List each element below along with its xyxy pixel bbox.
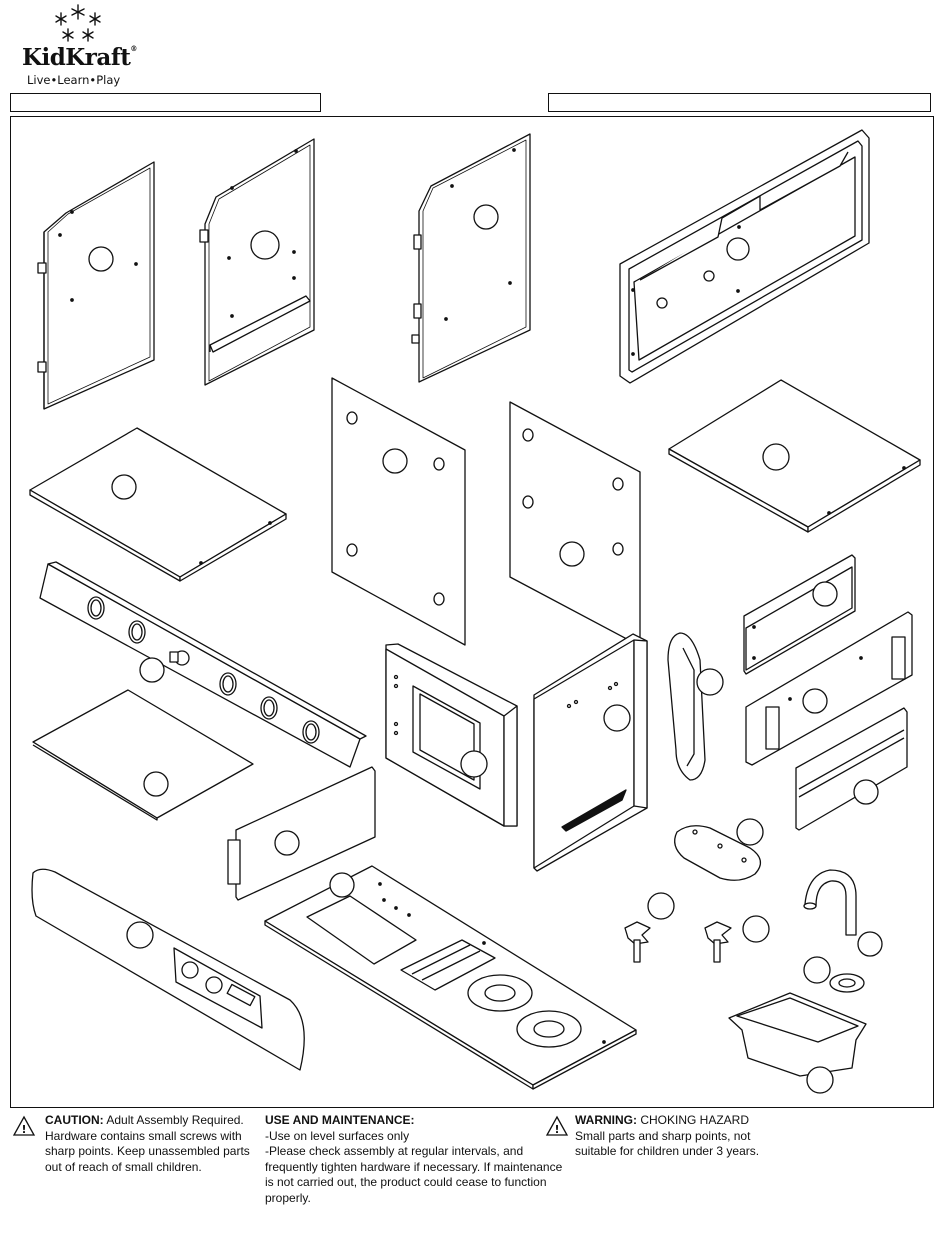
center-panel-a <box>331 377 466 646</box>
svg-text:!: ! <box>21 1123 26 1136</box>
warning-heading: WARNING: <box>575 1113 637 1127</box>
small-shelf-2 <box>745 611 913 766</box>
maintenance-note: USE AND MAINTENANCE: -Use on level surfa… <box>265 1113 570 1206</box>
knob-panel <box>39 561 367 768</box>
svg-text:!: ! <box>554 1123 559 1136</box>
warning-note: WARNING: CHOKING HAZARD Small parts and … <box>575 1113 790 1160</box>
maintenance-line-2: -Please check assembly at regular interv… <box>265 1144 563 1205</box>
kidkraft-stars-logo <box>55 4 101 42</box>
thin-board <box>32 689 254 821</box>
header-left-box <box>10 93 321 112</box>
lower-front-panel <box>227 766 376 901</box>
countertop <box>264 865 637 1090</box>
warning-triangle-icon: ! <box>545 1115 569 1136</box>
drain-ring <box>803 956 865 993</box>
parts-frame <box>10 116 934 1108</box>
small-shelf-3 <box>795 707 908 831</box>
door-handle <box>667 632 724 781</box>
side-panel-2 <box>199 138 315 386</box>
back-frame-panel <box>619 129 870 384</box>
caution-note: CAUTION: Adult Assembly Required. Hardwa… <box>45 1113 260 1175</box>
shelf-board-left <box>29 427 287 582</box>
maintenance-heading: USE AND MAINTENANCE: <box>265 1113 415 1127</box>
sink-basin <box>728 992 867 1094</box>
window-door <box>385 643 518 827</box>
caution-text: Adult Assembly Required. Hardware contai… <box>45 1113 250 1174</box>
header-right-box <box>548 93 931 112</box>
faucet <box>803 869 883 957</box>
center-panel-b <box>509 401 641 647</box>
tap-handle-1 <box>624 892 675 963</box>
side-panel-3 <box>411 133 531 383</box>
caution-triangle-icon: ! <box>12 1115 36 1136</box>
warning-text: Small parts and sharp points, not suitab… <box>575 1128 760 1159</box>
faucet-base <box>674 818 764 881</box>
oven-door <box>533 633 648 872</box>
shelf-board-right <box>668 379 921 533</box>
brand-name: KidKraft® <box>22 44 137 71</box>
side-panel-left <box>37 161 155 410</box>
tap-handle-2 <box>704 915 770 963</box>
warning-subheading: CHOKING HAZARD <box>640 1113 750 1127</box>
backsplash-panel <box>31 868 305 1071</box>
caution-heading: CAUTION: <box>45 1113 104 1127</box>
brand-tagline: Live•Learn•Play <box>27 73 121 87</box>
small-shelf-1 <box>743 554 856 675</box>
maintenance-line-1: -Use on level surfaces only <box>265 1128 410 1143</box>
